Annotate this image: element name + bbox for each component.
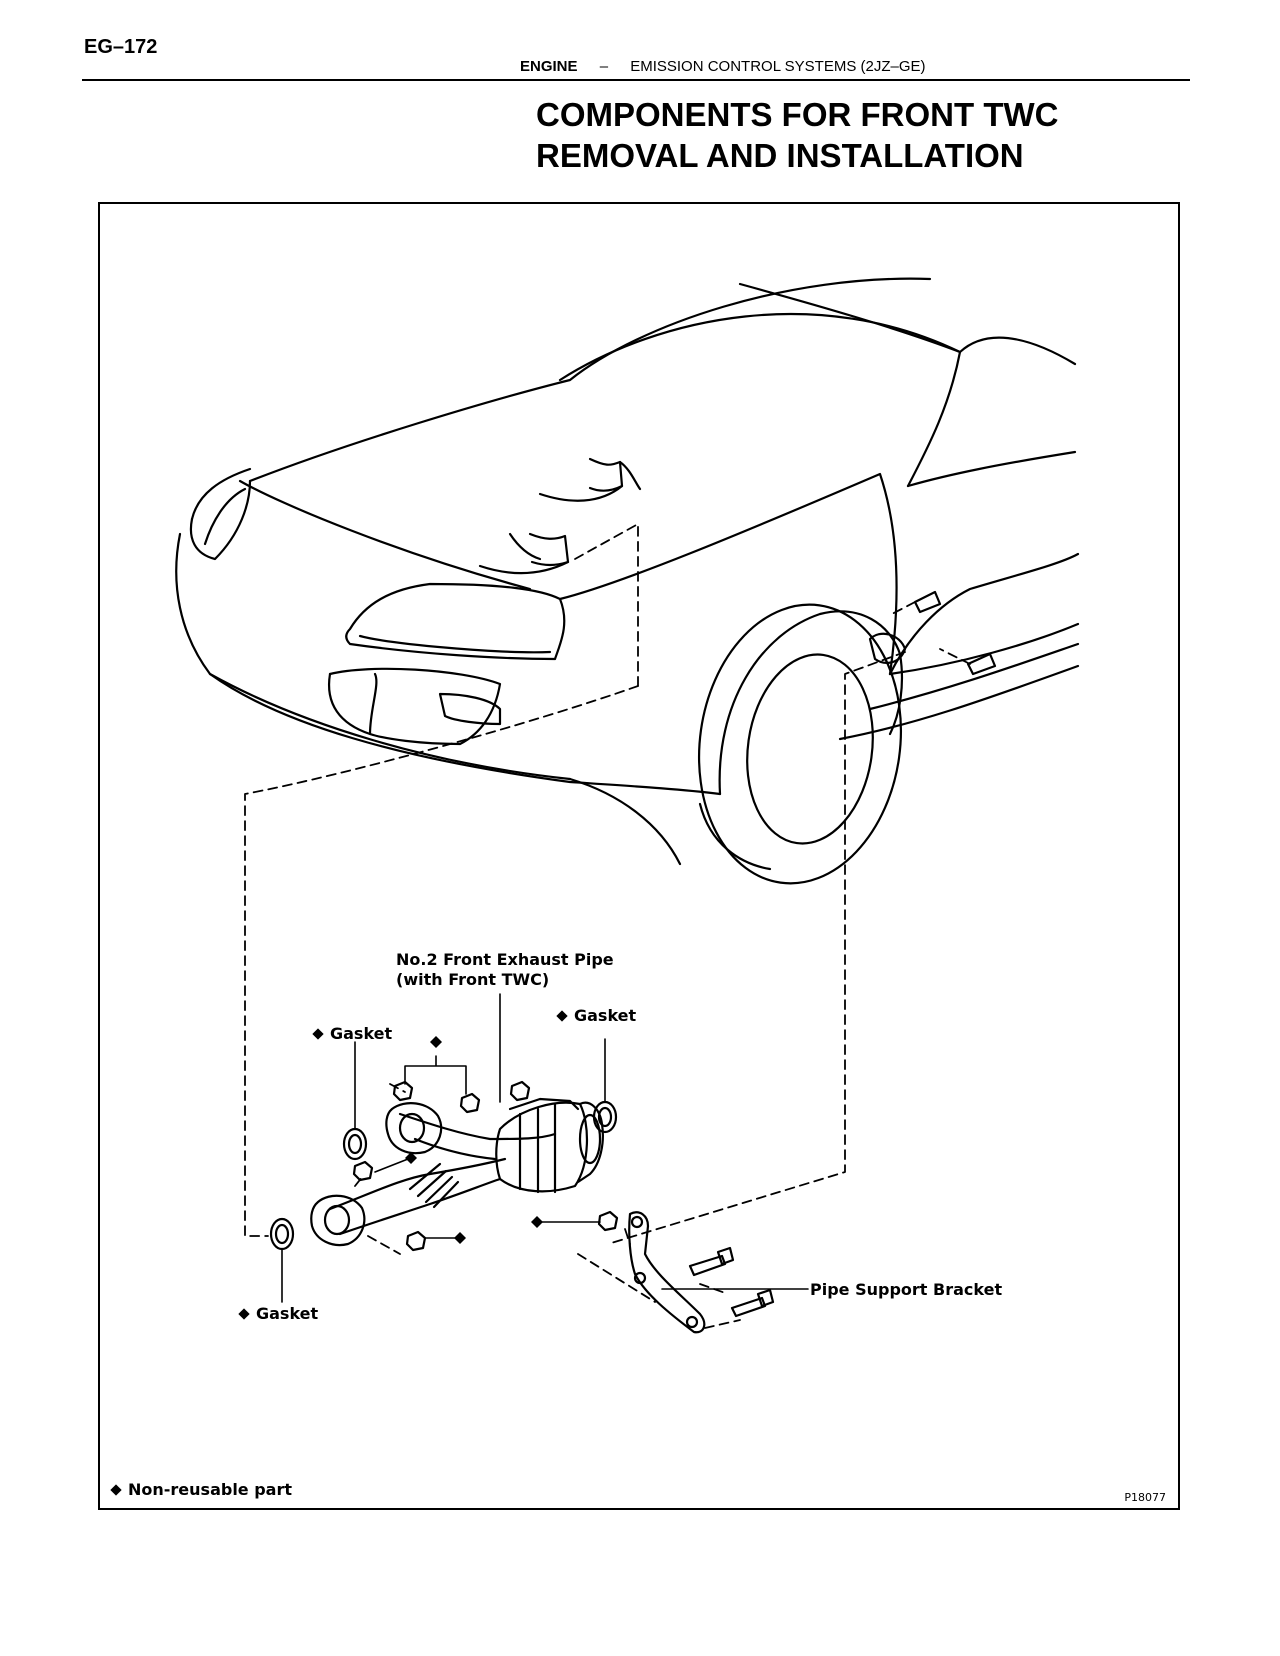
hood-front-edge (238, 479, 532, 591)
windshield-top (738, 282, 962, 354)
gasket-upper-left (342, 1127, 368, 1161)
bracket-on-body (868, 632, 907, 664)
bolt-upper (913, 590, 942, 614)
door-line (888, 552, 1080, 676)
right-headlamp-inner (358, 634, 552, 654)
front-hanger (528, 532, 570, 567)
running-header: ENGINE – EMISSION CONTROL SYSTEMS (2JZ–G… (520, 58, 926, 75)
lower-pipe (328, 1157, 507, 1211)
assembly-leader-lines (244, 523, 971, 1329)
label-gasket-lower-left-text: Gasket (256, 1304, 319, 1323)
converter-ribs (518, 1102, 557, 1194)
nonreusable-marker-icon (312, 1027, 324, 1040)
marker-nut-6 (531, 1216, 543, 1228)
upper-pipe (398, 1112, 557, 1141)
hanger-tail-small (508, 532, 542, 561)
intake-opening-inner (327, 672, 372, 736)
header-section: ENGINE (520, 58, 578, 75)
front-hanger-tail (478, 560, 570, 575)
pipe-support-bracket (628, 1211, 706, 1334)
gasket-lower-left (269, 1217, 295, 1251)
label-pipe-support-bracket: Pipe Support Bracket (810, 1280, 1003, 1299)
nonreusable-marker-icon (238, 1307, 250, 1320)
label-gasket-upper-left: Gasket (312, 1024, 393, 1043)
nonreusable-markers (405, 1036, 543, 1244)
figure-id: P18077 (1124, 1491, 1166, 1504)
flex-joint (408, 1162, 460, 1209)
gaskets (269, 1100, 618, 1251)
hood-outline (248, 277, 932, 483)
header-rule (82, 79, 1190, 81)
label-gasket-lower-left: Gasket (238, 1304, 319, 1323)
label-gasket-right-text: Gasket (574, 1006, 637, 1025)
leader-nut-4 (374, 1158, 409, 1173)
left-headlamp-housing (189, 479, 252, 561)
rocker-line (888, 622, 1080, 676)
catalytic-converter (495, 1101, 588, 1193)
title-line-1: COMPONENTS FOR FRONT TWC (536, 96, 1059, 133)
left-headlamp-inner (203, 487, 247, 546)
bracket-bolts (688, 1246, 775, 1318)
lower-flange (310, 1194, 366, 1247)
header-subsection: EMISSION CONTROL SYSTEMS (2JZ–GE) (630, 58, 926, 75)
front-wheel-rim (746, 653, 874, 845)
marker-nut-4 (405, 1152, 417, 1164)
fender-line (558, 472, 898, 676)
front-fascia (190, 467, 252, 521)
windshield-outline (558, 312, 962, 488)
page-title: COMPONENTS FOR FRONT TWC REMOVAL AND INS… (536, 94, 1058, 176)
right-headlamp (345, 582, 566, 661)
label-exhaust-pipe-line-2: (with Front TWC) (396, 970, 550, 989)
fender-arch (718, 610, 904, 796)
exploded-view-drawing (175, 277, 1080, 1334)
upper-pipe-lower (413, 1137, 497, 1161)
tire-bottom (698, 802, 772, 871)
lower-pipe-lower (338, 1177, 502, 1236)
label-gasket-upper-left-text: Gasket (330, 1024, 393, 1043)
marker-nut-5 (454, 1232, 466, 1244)
converter-heat-shield (508, 1097, 580, 1111)
nut-6 (597, 1210, 619, 1232)
upper-flange-port (398, 1112, 426, 1144)
nonreusable-marker-icon (110, 1483, 122, 1496)
leader-nut-group (404, 1055, 467, 1095)
rocker-line-2 (838, 664, 1080, 741)
fog-lamp (438, 692, 502, 726)
converter-outlet-flange (578, 1113, 602, 1165)
nut-4 (352, 1160, 374, 1182)
car-illustration (175, 277, 1080, 885)
marker-nut-group (430, 1036, 442, 1048)
front-tire (697, 603, 903, 885)
nut-5 (405, 1230, 427, 1252)
fender-lower (568, 777, 682, 866)
label-exhaust-pipe-line-1: No.2 Front Exhaust Pipe (396, 950, 614, 969)
bumper-upper (175, 532, 572, 781)
header-separator: – (599, 58, 609, 75)
nut-2 (459, 1092, 481, 1114)
components-figure: No.2 Front Exhaust Pipe (with Front TWC)… (98, 202, 1180, 1510)
label-gasket-right: Gasket (556, 1006, 637, 1025)
label-exhaust-pipe: No.2 Front Exhaust Pipe (with Front TWC) (396, 950, 614, 990)
rear-hanger-tail (538, 484, 624, 502)
bolt-lower (966, 652, 997, 676)
rear-hanger-clip (618, 460, 642, 491)
intake-opening (328, 667, 502, 746)
lower-flange-port (323, 1204, 351, 1236)
title-line-2: REMOVAL AND INSTALLATION (536, 137, 1024, 174)
front-exhaust-pipe-assembly (310, 1097, 604, 1247)
gasket-right (592, 1100, 618, 1134)
bumper-lower (208, 672, 722, 796)
legend: Non-reusable part (110, 1480, 293, 1499)
legend-text: Non-reusable part (128, 1480, 293, 1499)
page-number: EG–172 (84, 36, 158, 58)
nuts (352, 1080, 619, 1252)
rear-hanger (588, 457, 624, 492)
nut-3 (509, 1080, 531, 1102)
nonreusable-marker-icon (556, 1009, 568, 1022)
a-pillar-rear (958, 336, 1077, 366)
callout-leaders (281, 993, 809, 1303)
upper-flange (385, 1102, 443, 1155)
roof-line (906, 450, 1077, 488)
